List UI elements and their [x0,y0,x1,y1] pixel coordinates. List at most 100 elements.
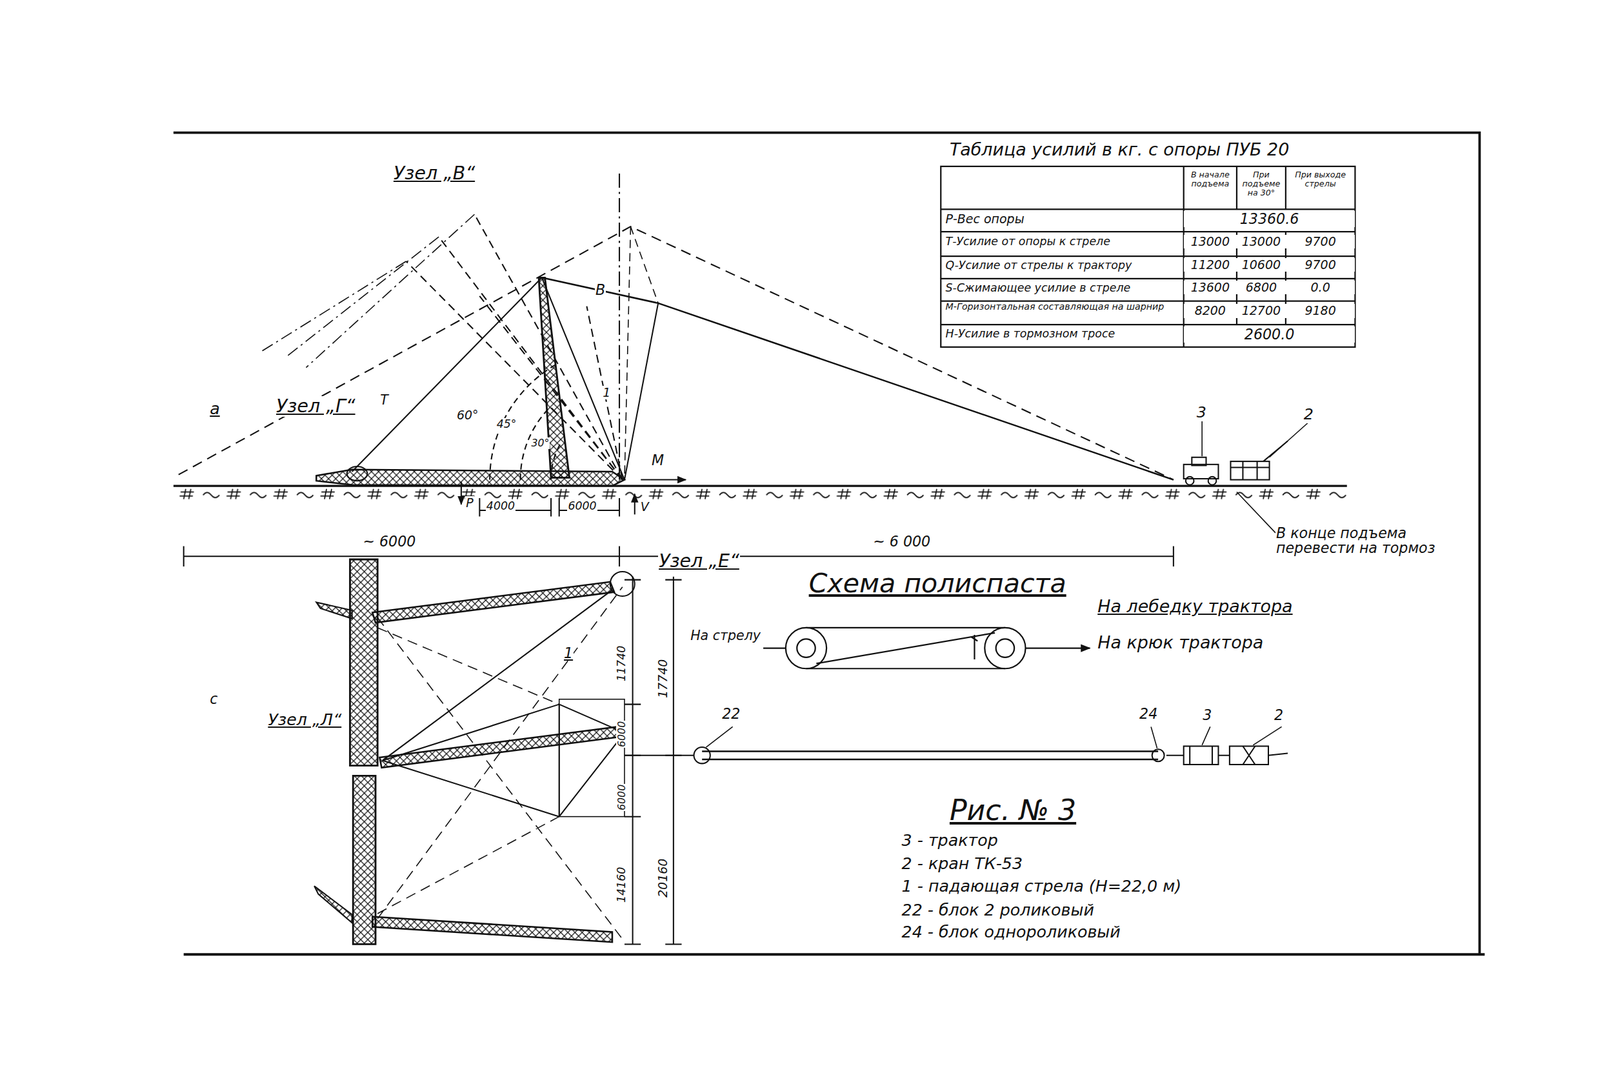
drawing-path [624,226,659,480]
table-cell: Р-Вес опоры [945,212,1026,226]
drawing-path [805,627,1005,669]
drawing-label: В [594,281,606,299]
table-cell-box: 12700 [1236,303,1286,318]
table-cell-box: 9700 [1285,258,1356,272]
crane-icon [1230,440,1288,480]
table-cell: 12700 [1236,303,1286,318]
drawing-label: На стрелу [689,628,762,644]
table-cell-box: 0.0 [1285,280,1356,295]
drawing-rect [1183,745,1219,764]
drawing-path [352,277,542,472]
table-cell: 11200 [1183,258,1237,272]
legend-item: 2 - кран ТК-53 [901,854,1024,873]
table-cell-box: 6800 [1236,280,1286,295]
tackle-scheme [763,627,1090,669]
drawing-label-box: 45° [496,418,518,431]
drawing-label: ~ 6 000 [872,533,931,550]
drawing-label: Р [465,496,474,510]
legend-item-box: 24 - блок однороликовый [901,923,1122,942]
table-cell-box: Таблица усилий в кг. с опоры ПУБ 20 [949,140,1290,160]
drawing-circle [1152,749,1165,762]
drawing-label-box: 24 [1138,705,1159,722]
table-cell-box: 10600 [1236,258,1286,272]
table-cell-box: 9700 [1285,234,1356,249]
drawing-label: На крюк трактора [1096,632,1264,653]
dimension-text-box: 6000 [615,720,628,748]
drawing-label: 24 [1138,705,1159,722]
drawing-label-box: На крюк трактора [1096,632,1264,653]
drawing-polygon [372,581,615,623]
drawing-path [940,209,1355,325]
drawing-label-box: 60° [456,408,480,422]
table-cell-box: 2600.0 [1183,326,1356,343]
dimension-text-box: 6000 [615,783,628,811]
drawing-label-box: На лебедку трактора [1096,596,1293,617]
table-cell-box: 11200 [1183,258,1237,272]
drawing-label-box: 2 [1303,405,1315,424]
drawing-label: 4000 [485,500,516,513]
table-cell: М-Горизонтальная составляющая на шарнир [945,301,1182,312]
drawing-path [640,479,686,481]
drawing-label: 30° [530,437,550,450]
figure-caption: Рис. № 3 [949,794,1077,827]
table-cell: В начале подъема [1184,170,1236,189]
drawing-label-box: Узел „В“ [392,163,476,184]
table-cell-box: 13000 [1183,234,1237,249]
table-cell-box: 13360.6 [1183,210,1356,228]
drawing-label: 60° [456,408,480,422]
drawing-path [763,647,786,650]
drawing-label: 2 [1273,707,1284,724]
dimension-text-box: 17740 [656,658,670,699]
table-cell: 13000 [1183,234,1237,249]
drawing-label-box: 1 [601,385,611,400]
table-cell: 2600.0 [1183,326,1356,343]
table-cell-box: Т-Усилие от опоры к стреле [945,235,1111,248]
drawing-label-box: ~ 6 000 [872,533,931,550]
drawing-rect [1230,461,1270,480]
drawing-label-box: Р [465,496,474,510]
drawing-label: М [650,452,665,469]
drawing-polygon [316,469,625,486]
drawing-path [1230,440,1288,480]
drawing-label-box: Узел „Л“ [267,710,342,730]
table-cell-box: 13600 [1183,280,1237,295]
table-cell: 13000 [1236,234,1286,249]
drawing-label: 1 [563,645,574,662]
table-cell: При выходе стрелы [1286,170,1354,189]
drawing-label: Т [379,392,390,408]
drawing-label-box: 6000 [567,500,597,513]
drawing-rect [1191,457,1206,466]
drawing-path [971,634,978,660]
drawing-label-box: В конце подъема перевести на тормоз [1275,525,1460,556]
drawing-label: с [209,690,219,708]
drawing-rect [559,699,625,817]
drawing-path [377,587,623,940]
table-cell: 0.0 [1285,280,1356,295]
legend-item: 24 - блок однороликовый [901,923,1122,942]
drawing-polygon [316,601,352,619]
legend-item: 1 - падающая стрела (Н=22,0 м) [901,877,1183,896]
drawing-circle [796,638,815,657]
drawing-label: 3 [1201,707,1213,724]
drawing-circle [1185,476,1195,486]
table-cell: 13600 [1183,280,1237,295]
crane-icon [1218,745,1288,764]
dimension-text-box: 20160 [656,857,670,898]
drawing-label: Узел „Л“ [267,710,342,730]
table-cell-box: 9180 [1285,303,1356,318]
drawing-label-box: На стрелу [689,628,762,644]
drawing-label: 22 [721,705,741,722]
table-cell: 6800 [1236,280,1286,295]
dimension-text: 6000 [616,720,628,748]
drawing-polygon [350,559,379,766]
drawing-label-box: с [209,690,219,708]
drawing-path [541,277,659,480]
drawing-label: 6000 [567,500,597,513]
dimension-text: 20160 [656,857,670,898]
table-cell: Н-Усилие в тормозном тросе [945,327,1117,340]
table-cell-box: В начале подъема [1184,170,1236,189]
drawing-path [1025,647,1091,650]
drawing-circle [610,571,635,597]
legend-item: 22 - блок 2 роликовый [901,901,1095,920]
table-cell: 8200 [1183,303,1237,318]
